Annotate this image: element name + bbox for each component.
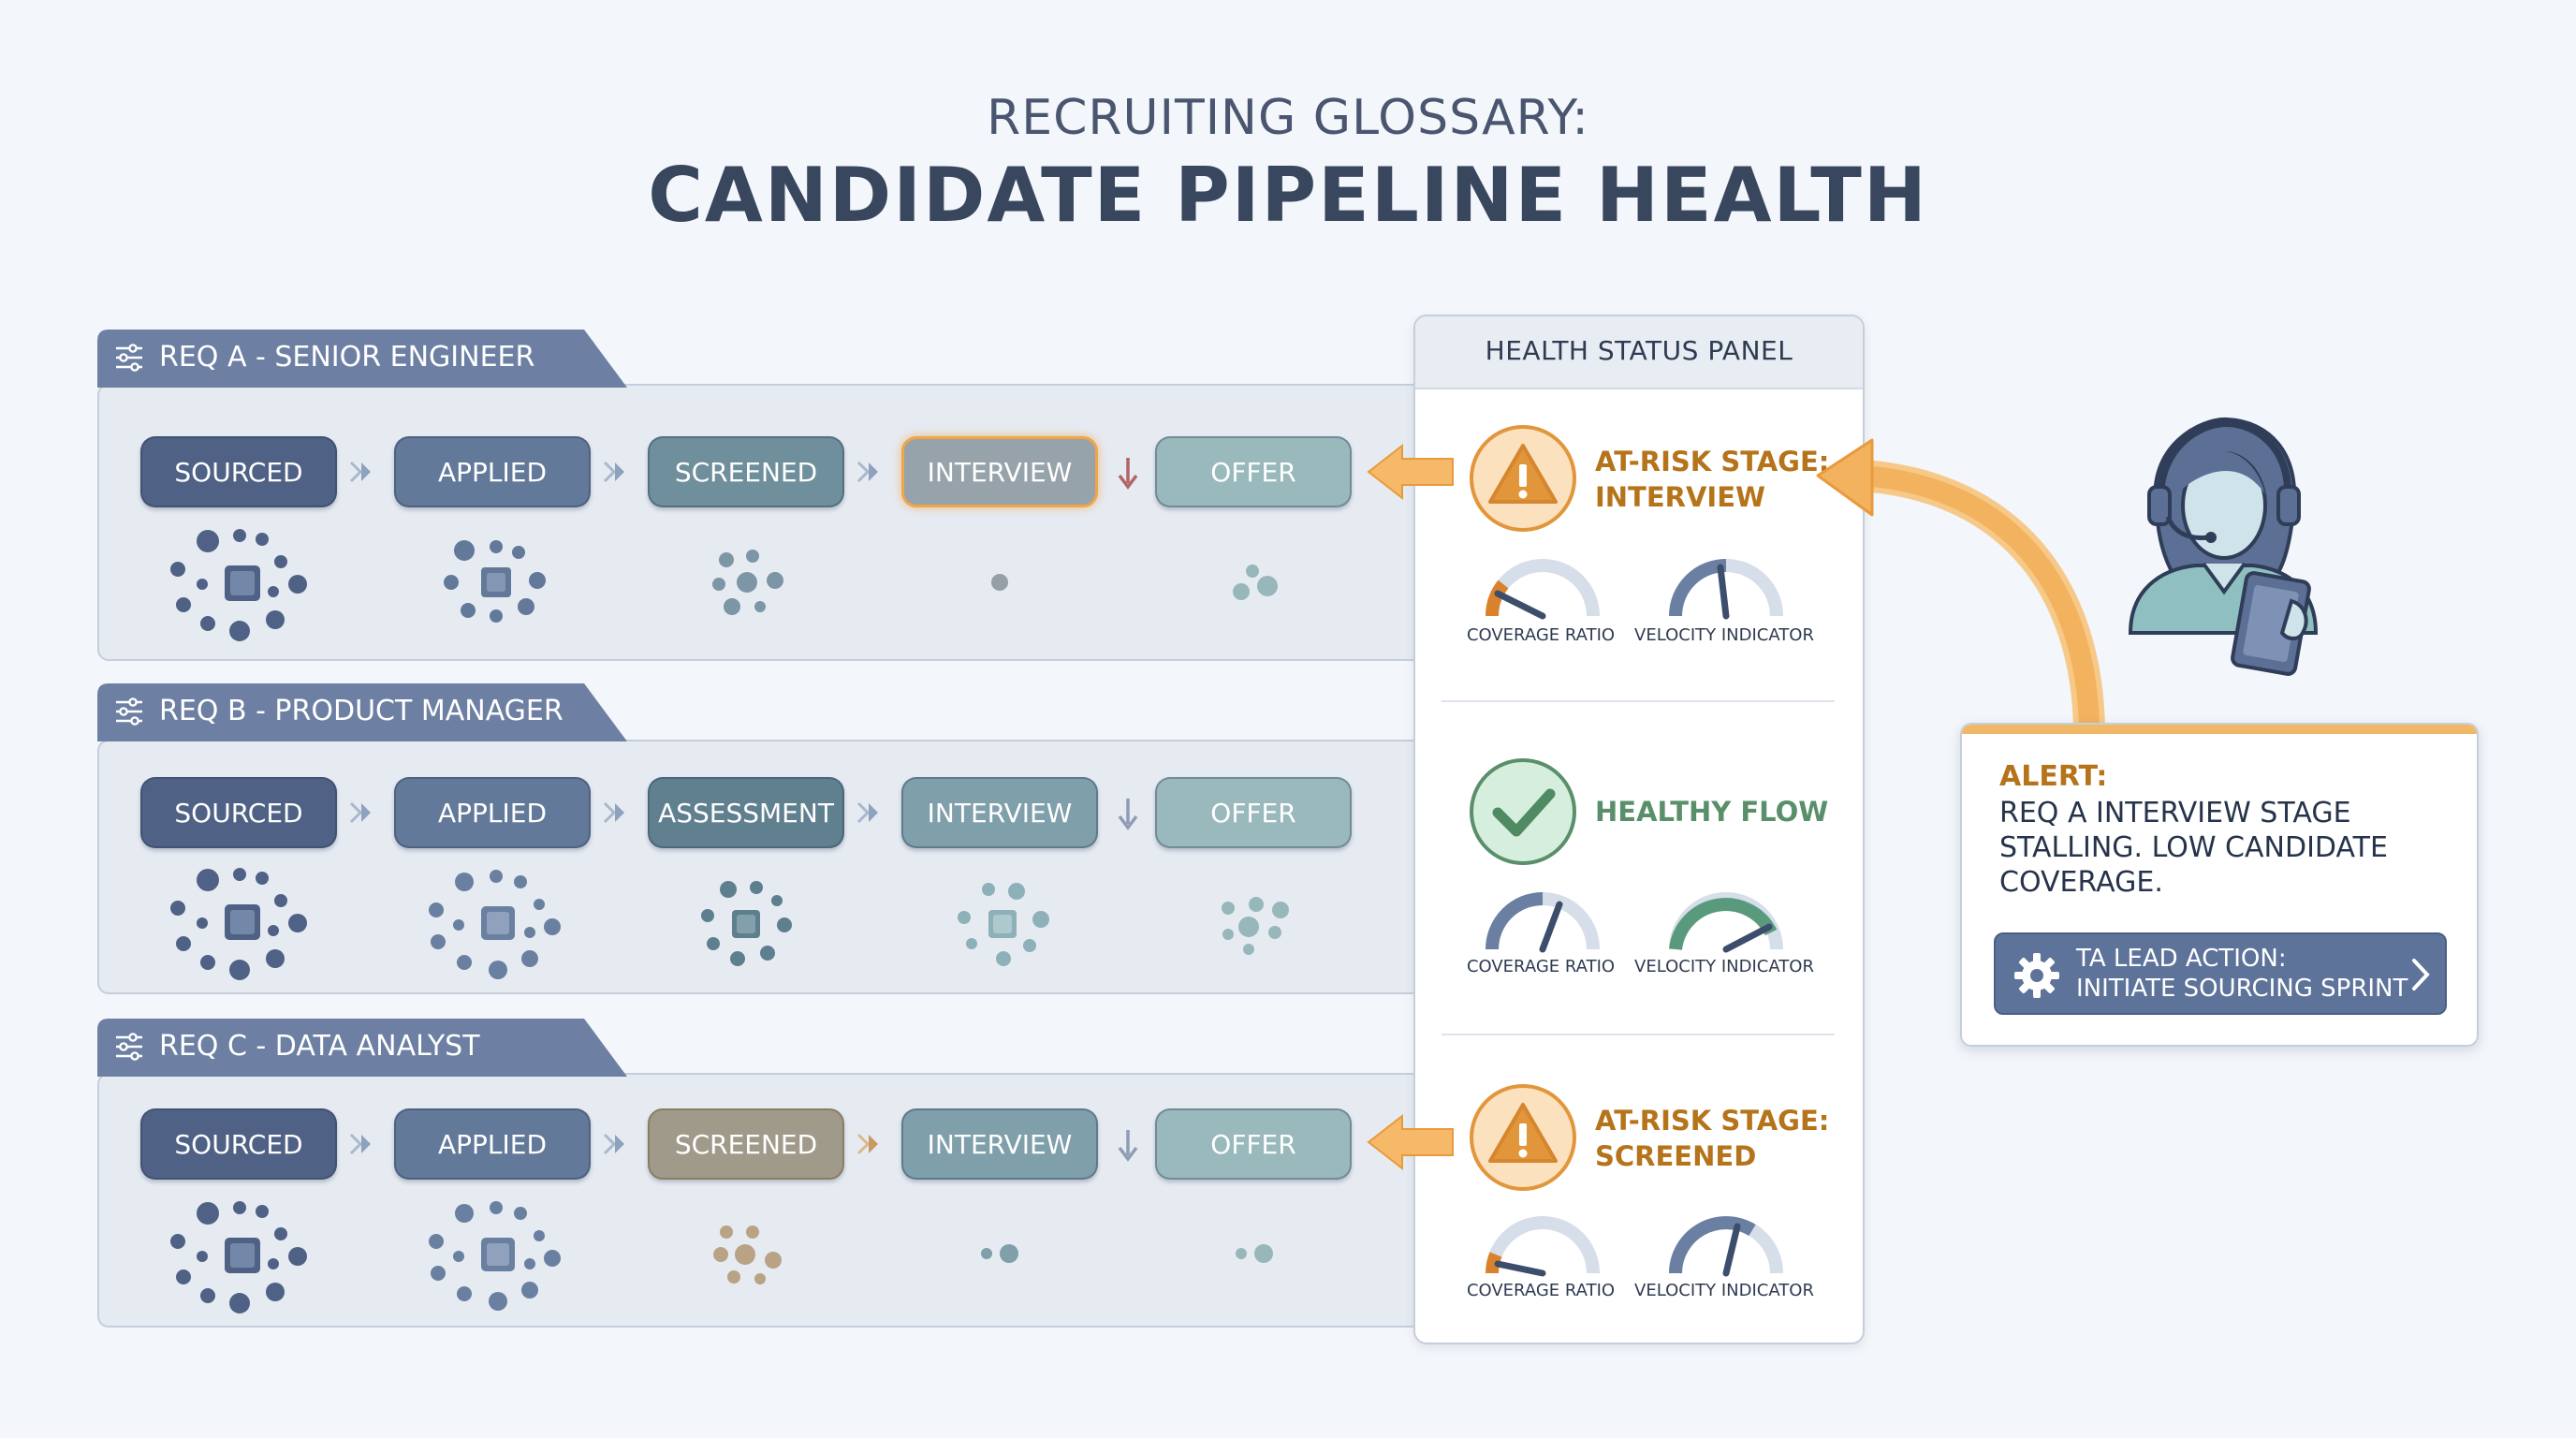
panel-divider (1442, 700, 1835, 702)
req-c-stage-sourced[interactable]: SOURCED (140, 1108, 337, 1180)
req-a-title: REQ A - SENIOR ENGINEER (159, 341, 535, 374)
req-a-stage-interview[interactable]: INTERVIEW (901, 436, 1098, 507)
candidate-cluster-offer (1233, 565, 1278, 600)
down-arrow-icon (1118, 799, 1138, 830)
req-a-stage-offer[interactable]: OFFER (1155, 436, 1352, 507)
warning-icon (1470, 1084, 1576, 1191)
check-icon (1470, 758, 1576, 865)
status-line: AT-RISK STAGE: (1595, 446, 1830, 477)
velocity-indicator-label: VELOCITY INDICATOR (1634, 957, 1814, 976)
candidate-cluster-screened (713, 1225, 782, 1284)
alert-title: ALERT: (1999, 760, 2108, 793)
filter-sliders-icon (116, 344, 142, 372)
req-c-stage-screened[interactable]: SCREENED (648, 1108, 844, 1180)
req-a-stage-applied[interactable]: APPLIED (394, 436, 591, 507)
candidate-cluster-applied (444, 540, 546, 623)
initiate-sourcing-sprint-button[interactable]: TA LEAD ACTION: INITIATE SOURCING SPRINT (1994, 932, 2447, 1015)
status-line: AT-RISK STAGE: (1595, 1105, 1830, 1137)
candidate-cluster-assessment (701, 881, 792, 966)
candidate-cluster-interview (991, 574, 1008, 591)
candidate-cluster-sourced (170, 1201, 307, 1313)
coverage-ratio-label: COVERAGE RATIO (1466, 1281, 1616, 1300)
status-line: HEALTHY FLOW (1595, 796, 1829, 828)
gauge-coverage-icon (1486, 1216, 1600, 1277)
status-label-at-risk: AT-RISK STAGE: INTERVIEW (1595, 444, 1829, 515)
flow-chevron-icon (603, 1133, 624, 1155)
req-c-stage-offer[interactable]: OFFER (1155, 1108, 1352, 1180)
req-c-stage-applied[interactable]: APPLIED (394, 1108, 591, 1180)
alert-card: ALERT: REQ A INTERVIEW STAGE STALLING. L… (1960, 723, 2479, 1047)
status-label-healthy: HEALTHY FLOW (1595, 794, 1828, 829)
req-b-stage-sourced[interactable]: SOURCED (140, 777, 337, 848)
warning-icon (1470, 425, 1576, 532)
status-line: INTERVIEW (1595, 481, 1766, 513)
req-a-stage-screened[interactable]: SCREENED (648, 436, 844, 507)
flow-chevron-icon (603, 461, 624, 483)
health-panel-header (1415, 316, 1863, 389)
req-b-stage-offer[interactable]: OFFER (1155, 777, 1352, 848)
candidate-cluster-applied (429, 1201, 561, 1311)
page-subtitle: RECRUITING GLOSSARY: (987, 90, 1589, 146)
req-b-stage-interview[interactable]: INTERVIEW (901, 777, 1098, 848)
candidate-cluster-interview (981, 1244, 1018, 1263)
flow-chevron-icon (349, 801, 371, 824)
candidate-cluster-applied (429, 870, 561, 979)
req-b-title: REQ B - PRODUCT MANAGER (159, 695, 564, 727)
status-label-at-risk: AT-RISK STAGE: SCREENED (1595, 1103, 1829, 1174)
flow-chevron-icon (349, 461, 371, 483)
gauge-velocity-icon (1669, 559, 1783, 620)
status-line: SCREENED (1595, 1140, 1757, 1172)
alert-accent-bar (1962, 725, 2477, 734)
recruiter-avatar (2128, 417, 2319, 676)
action-label: TA LEAD ACTION: INITIATE SOURCING SPRINT (2076, 944, 2408, 1004)
flow-chevron-orange-icon (856, 1133, 878, 1155)
panel-divider (1442, 1034, 1835, 1035)
req-c-tab: REQ C - DATA ANALYST (97, 1019, 631, 1077)
filter-sliders-icon (116, 697, 142, 726)
chevron-right-icon (2412, 959, 2430, 990)
gauge-coverage-icon (1486, 892, 1600, 953)
req-a-panel (97, 384, 1473, 661)
candidate-cluster-offer (1236, 1244, 1273, 1263)
coverage-ratio-label: COVERAGE RATIO (1466, 625, 1616, 645)
gauge-velocity-icon (1669, 892, 1783, 953)
gauge-velocity-icon (1669, 1216, 1783, 1277)
alert-pointer-arrow-icon (1367, 443, 1454, 501)
health-panel-title: HEALTH STATUS PANEL (1485, 335, 1793, 366)
action-line: INITIATE SOURCING SPRINT (2076, 975, 2408, 1003)
candidate-cluster-sourced (170, 868, 307, 980)
page-title: CANDIDATE PIPELINE HEALTH (648, 152, 1928, 239)
flow-chevron-icon (603, 801, 624, 824)
down-arrow-icon (1118, 1130, 1138, 1162)
req-a-stage-sourced[interactable]: SOURCED (140, 436, 337, 507)
flow-chevron-icon (856, 801, 878, 824)
candidate-cluster-screened (712, 550, 783, 615)
candidate-cluster-sourced (170, 529, 307, 641)
req-a-tab: REQ A - SENIOR ENGINEER (97, 330, 631, 388)
candidate-cluster-interview (958, 883, 1049, 966)
alert-message: REQ A INTERVIEW STAGE STALLING. LOW CAND… (1999, 797, 2388, 899)
flow-chevron-icon (349, 1133, 371, 1155)
velocity-indicator-label: VELOCITY INDICATOR (1634, 625, 1814, 645)
flow-chevron-icon (856, 461, 878, 483)
filter-sliders-icon (116, 1033, 142, 1061)
req-b-stage-assessment[interactable]: ASSESSMENT (648, 777, 844, 848)
gear-icon (2014, 953, 2059, 998)
candidate-cluster-offer (1222, 897, 1289, 955)
velocity-indicator-label: VELOCITY INDICATOR (1634, 1281, 1814, 1300)
req-b-stage-applied[interactable]: APPLIED (394, 777, 591, 848)
req-c-title: REQ C - DATA ANALYST (159, 1030, 480, 1063)
coverage-ratio-label: COVERAGE RATIO (1466, 957, 1616, 976)
down-arrow-red-icon (1118, 458, 1138, 490)
curved-alert-arrow-icon (1816, 438, 2105, 731)
alert-pointer-arrow-icon (1367, 1113, 1454, 1171)
req-c-stage-interview[interactable]: INTERVIEW (901, 1108, 1098, 1180)
gauge-coverage-icon (1485, 559, 1600, 620)
req-b-tab: REQ B - PRODUCT MANAGER (97, 683, 631, 741)
action-line: TA LEAD ACTION: (2076, 945, 2287, 973)
